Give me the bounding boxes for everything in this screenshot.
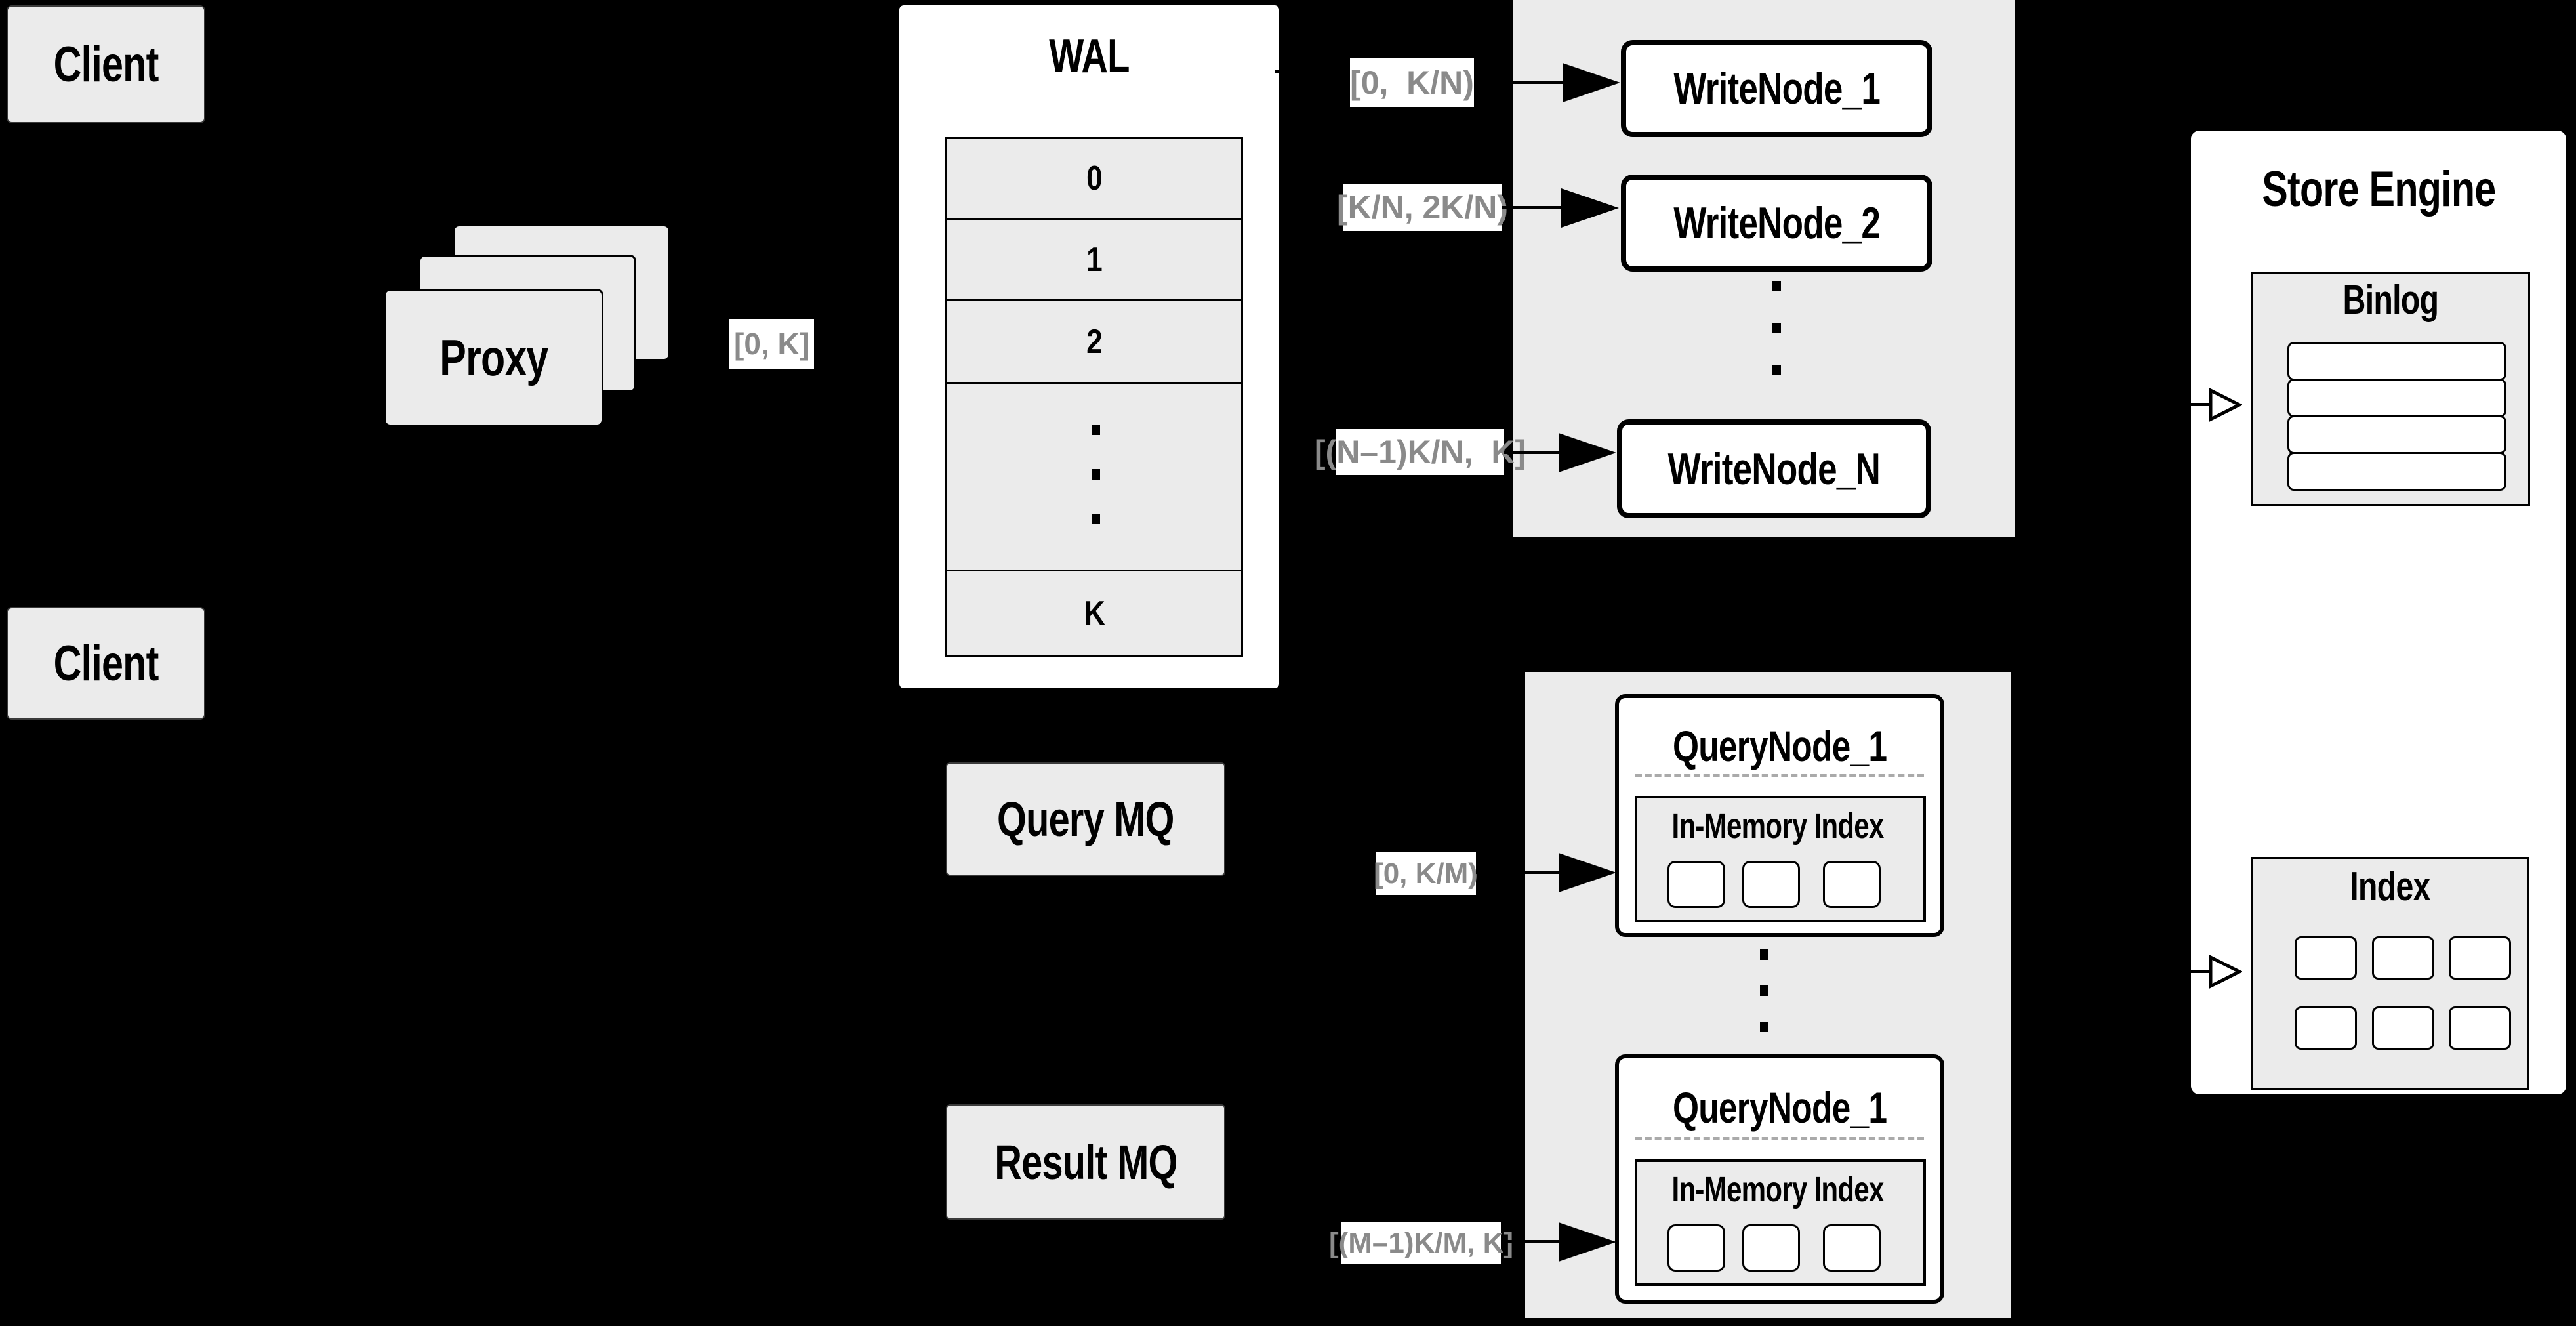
client-box-bottom: Client (7, 607, 205, 720)
arrowhead-query-node-bottom (1559, 1222, 1616, 1262)
binlog-title: Binlog (2342, 277, 2439, 323)
in-memory-index-label: In-Memory Index (1671, 806, 1885, 846)
wal-segment-row: 2 (945, 299, 1243, 384)
write-node-2-box: WriteNode_2 (1621, 175, 1932, 272)
dashed-divider (1635, 774, 1924, 777)
write-node-1-label: WriteNode_1 (1673, 64, 1880, 114)
query-node-top-label: QueryNode_1 (1672, 722, 1887, 770)
memory-segment-cell (1742, 861, 1800, 908)
range-label-full: [0, K] (729, 319, 814, 369)
client-label: Client (53, 635, 159, 692)
binlog-title-wrap: Binlog (2253, 277, 2528, 323)
in-memory-title-wrap: In-Memory Index (1637, 1170, 1918, 1209)
client-box-top: Client (7, 5, 205, 123)
write-node-1-box: WriteNode_1 (1621, 40, 1932, 137)
wal-title: WAL (1049, 30, 1130, 83)
arrow-to-write-node-2 (1502, 206, 1563, 209)
range-label-write-2: [K/N, 2K/N) (1337, 184, 1508, 231)
arrowhead-query-node-top (1559, 853, 1616, 892)
result-mq-box: Result MQ (946, 1104, 1225, 1220)
wal-segment-0: 0 (1086, 159, 1103, 197)
memory-segment-cell (1667, 1224, 1725, 1272)
arrowhead-write-node-1 (1563, 63, 1620, 102)
memory-segment-cell (1823, 861, 1881, 908)
arrowhead-write-node-n (1559, 433, 1616, 472)
binlog-row (2287, 379, 2506, 417)
arrowhead-write-node-2 (1561, 188, 1619, 228)
index-cell (2295, 936, 2357, 980)
memory-segment-cell (1742, 1224, 1800, 1272)
range-label-query-m: [(M–1)K/M, K] (1329, 1222, 1513, 1264)
memory-segment-cell (1823, 1224, 1881, 1272)
query-node-bottom-box: QueryNode_1 In-Memory Index (1615, 1054, 1944, 1304)
arrow-to-binlog (2179, 403, 2212, 406)
index-cell (2449, 1006, 2511, 1050)
index-box: Index (2251, 857, 2529, 1090)
arrow-to-write-node-n (1504, 451, 1560, 454)
arrow-to-query-node-bottom (1501, 1240, 1560, 1243)
wal-segment-k: K (1084, 594, 1105, 632)
store-engine-title: Store Engine (2261, 161, 2496, 217)
open-arrowhead-index (2209, 955, 2242, 989)
in-memory-index-box: In-Memory Index (1635, 1159, 1926, 1286)
write-node-2-label: WriteNode_2 (1673, 198, 1880, 248)
wal-title-wrap: WAL (899, 30, 1279, 83)
wal-segment-2: 2 (1086, 322, 1103, 361)
proxy-box: Proxy (384, 289, 603, 426)
range-label-query-1: [0, K/M) (1374, 852, 1478, 895)
binlog-rows (2287, 342, 2506, 491)
wal-segment-1: 1 (1086, 240, 1103, 279)
index-title-wrap: Index (2253, 863, 2527, 909)
range-label-write-1: [0, K/N) (1350, 58, 1474, 107)
in-memory-index-label: In-Memory Index (1671, 1170, 1885, 1209)
index-title: Index (2350, 863, 2430, 909)
memory-segment-cell (1667, 861, 1725, 908)
client-label: Client (53, 36, 159, 93)
wal-ellipsis-cell (945, 382, 1243, 571)
arrow-to-write-node-1 (1474, 81, 1564, 84)
in-memory-title-wrap: In-Memory Index (1637, 806, 1918, 846)
query-node-group: QueryNode_1 In-Memory Index QueryNode_1 (1525, 672, 2011, 1318)
binlog-row (2287, 452, 2506, 491)
write-node-n-label: WriteNode_N (1667, 444, 1881, 494)
binlog-row (2287, 415, 2506, 454)
query-node-bottom-label: QueryNode_1 (1672, 1083, 1887, 1132)
index-cell (2372, 936, 2434, 980)
query-node-title-wrap: QueryNode_1 (1619, 718, 1940, 774)
query-mq-box: Query MQ (946, 762, 1225, 876)
write-node-n-box: WriteNode_N (1617, 419, 1931, 518)
query-node-title-wrap: QueryNode_1 (1619, 1079, 1940, 1136)
query-node-top-box: QueryNode_1 In-Memory Index (1615, 694, 1944, 937)
proxy-label: Proxy (439, 328, 548, 386)
store-engine-title-wrap: Store Engine (2191, 161, 2566, 217)
range-label-write-n: [(N–1)K/N, K] (1315, 429, 1526, 475)
open-arrowhead-binlog (2209, 388, 2242, 422)
result-mq-label: Result MQ (994, 1134, 1177, 1190)
wal-box: WAL 0 1 2 K (897, 3, 1281, 690)
dashed-divider (1635, 1137, 1924, 1140)
wal-segment-row: 0 (945, 137, 1243, 220)
wal-connector-stub (1275, 70, 1292, 73)
query-mq-label: Query MQ (997, 792, 1174, 846)
store-engine-box: Store Engine Binlog Index (2189, 129, 2568, 1096)
arrow-to-query-node-top (1476, 871, 1560, 874)
binlog-row (2287, 342, 2506, 381)
arrow-to-index (2179, 970, 2212, 973)
in-memory-index-box: In-Memory Index (1635, 796, 1926, 922)
index-cell (2449, 936, 2511, 980)
wal-segment-row: 1 (945, 218, 1243, 301)
wal-segment-row-last: K (945, 570, 1243, 657)
index-cell (2372, 1006, 2434, 1050)
binlog-box: Binlog (2251, 272, 2530, 506)
index-cell (2295, 1006, 2357, 1050)
